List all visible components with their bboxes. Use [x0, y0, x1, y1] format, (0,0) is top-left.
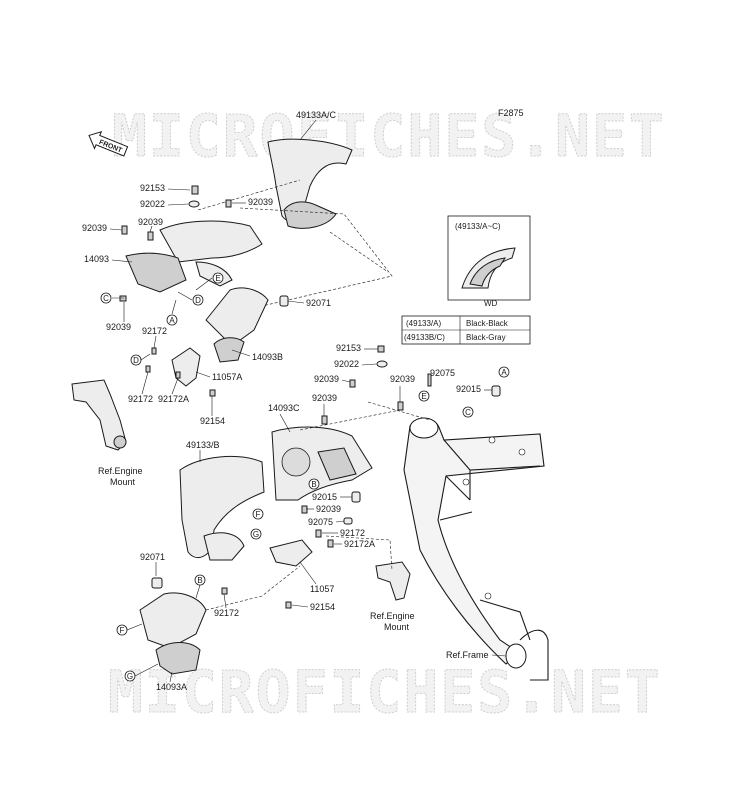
label-92039-f: 92039 [390, 374, 415, 384]
color-code-1: (49133/A) [406, 319, 441, 328]
watermark-top: MICROFICHES.NET [112, 102, 666, 170]
label-14093a: 14093A [156, 682, 187, 692]
inset-shroud-icon [461, 247, 516, 289]
svg-text:C: C [103, 294, 109, 303]
svg-text:E: E [421, 392, 426, 401]
callout-e-upper [212, 272, 224, 284]
color-name-1: Black-Black [466, 319, 509, 328]
upper-shroud-49133ac [267, 138, 353, 229]
label-14093: 14093 [84, 254, 109, 264]
label-92071-top: 92071 [306, 298, 331, 308]
label-92172-b: 92172 [128, 394, 153, 404]
callout-g-mid [250, 528, 262, 540]
callout-e-right [418, 390, 430, 402]
callout-c-right [462, 406, 474, 418]
callout-c-upper [100, 292, 112, 304]
label-92039-g: 92039 [312, 393, 337, 403]
bracket-11057a [171, 347, 201, 387]
label-92172a-b: 92172A [344, 539, 375, 549]
callout-b-mid [308, 478, 320, 490]
label-92172a-a: 92172A [158, 394, 189, 404]
label-11057: 11057 [310, 584, 334, 594]
inset-caption: WD [484, 299, 498, 308]
label-49133ac: 49133A/C [296, 110, 337, 120]
svg-text:A: A [169, 316, 175, 325]
label-14093c: 14093C [268, 403, 300, 413]
label-92153-mid: 92153 [336, 343, 361, 353]
label-92022-top: 92022 [140, 199, 165, 209]
fasteners-middle [301, 345, 501, 548]
label-92172-c: 92172 [340, 528, 365, 538]
ref-engine-mount-2b: Mount [384, 622, 410, 632]
watermark-bottom: MICROFICHES.NET [108, 658, 662, 726]
ref-engine-mount-1a: Ref.Engine [98, 466, 143, 476]
callout-a-upper [166, 314, 178, 326]
svg-text:D: D [195, 296, 201, 305]
label-92071-bot: 92071 [140, 552, 165, 562]
lower-shroud-49133b [179, 455, 265, 561]
svg-text:B: B [197, 576, 202, 585]
label-92039-e: 92039 [314, 374, 339, 384]
cover-14093c [271, 426, 373, 501]
bracket-14093a [139, 592, 207, 675]
ref-frame: Ref.Frame [446, 650, 489, 660]
label-49133b: 49133/B [186, 440, 220, 450]
label-92039-d: 92039 [106, 322, 131, 332]
label-92015-top: 92015 [456, 384, 481, 394]
label-92015-mid: 92015 [312, 492, 337, 502]
color-name-2: Black-Gray [466, 333, 506, 342]
label-92172-d: 92172 [214, 608, 239, 618]
label-92039-h: 92039 [316, 504, 341, 514]
cover-14093 [125, 220, 263, 293]
label-92039-c: 92039 [82, 223, 107, 233]
svg-text:D: D [133, 356, 139, 365]
label-92039-a: 92039 [248, 197, 273, 207]
svg-text:F: F [256, 510, 261, 519]
label-92154-a: 92154 [200, 416, 225, 426]
svg-text:B: B [311, 480, 316, 489]
svg-text:G: G [253, 530, 259, 539]
engine-mount-left [71, 379, 127, 451]
engine-mount-right [375, 561, 411, 601]
bracket-14093b [205, 287, 269, 363]
frame [403, 417, 549, 681]
callout-a-right [498, 366, 510, 378]
label-92022-mid: 92022 [334, 359, 359, 369]
bracket-11057 [269, 539, 313, 567]
label-11057a: 11057A [212, 372, 242, 382]
inset-title: (49133/A~C) [455, 222, 501, 231]
ref-engine-mount-1b: Mount [110, 477, 136, 487]
color-table: (49133/A) Black-Black (49133B/C) Black-G… [401, 315, 531, 345]
label-92172-a: 92172 [142, 326, 167, 336]
svg-text:E: E [215, 274, 220, 283]
callout-f-mid [252, 508, 264, 520]
label-92039-b: 92039 [138, 217, 163, 227]
ref-engine-mount-2a: Ref.Engine [370, 611, 415, 621]
label-92154-b: 92154 [310, 602, 335, 612]
svg-text:F: F [120, 626, 125, 635]
svg-text:A: A [501, 368, 507, 377]
svg-text:G: G [127, 672, 133, 681]
label-92153-top: 92153 [140, 183, 165, 193]
label-14093b: 14093B [252, 352, 283, 362]
figure-code: F2875 [498, 108, 524, 118]
callout-d-upper [192, 294, 204, 306]
label-92075-mid: 92075 [308, 517, 333, 527]
svg-text:C: C [465, 408, 471, 417]
color-code-2: (49133B/C) [404, 333, 445, 342]
label-92075-top: 92075 [430, 368, 455, 378]
